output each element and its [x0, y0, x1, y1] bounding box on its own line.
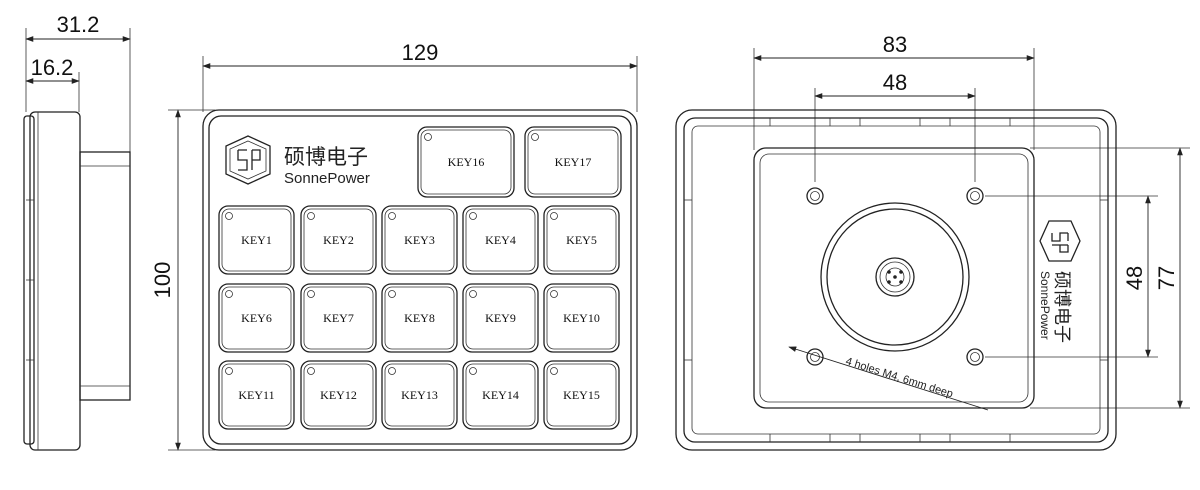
key-key2[interactable]: KEY2	[300, 205, 377, 275]
key-label: KEY13	[401, 388, 438, 402]
mounting-hole-bottom-right	[966, 348, 984, 366]
connector-boss	[820, 202, 970, 352]
key-label: KEY12	[320, 388, 357, 402]
key-key15[interactable]: KEY15	[543, 360, 620, 430]
key-label: KEY17	[555, 155, 592, 169]
mounting-plate	[753, 147, 1035, 409]
key-key8[interactable]: KEY8	[381, 283, 458, 353]
key-label: KEY7	[323, 311, 354, 325]
key-key7[interactable]: KEY7	[300, 283, 377, 353]
front-height-label: 100	[150, 262, 175, 299]
key-label: KEY8	[404, 311, 435, 325]
key-label: KEY6	[241, 311, 272, 325]
key-key10[interactable]: KEY10	[543, 283, 620, 353]
back-height-holes-label: 48	[1122, 266, 1147, 290]
hole-note-leader	[788, 346, 989, 411]
key-key1[interactable]: KEY1	[218, 205, 295, 275]
key-label: KEY15	[563, 388, 600, 402]
key-key9[interactable]: KEY9	[462, 283, 539, 353]
depth-body-label: 16.2	[31, 55, 74, 80]
key-label: KEY16	[448, 155, 485, 169]
key-key13[interactable]: KEY13	[381, 360, 458, 430]
key-label: KEY9	[485, 311, 516, 325]
key-key5[interactable]: KEY5	[543, 205, 620, 275]
key-key16[interactable]: KEY16	[417, 126, 515, 198]
depth-total-label: 31.2	[57, 12, 100, 37]
front-body-outline	[202, 109, 638, 451]
key-key14[interactable]: KEY14	[462, 360, 539, 430]
back-width-outer-label: 83	[883, 32, 907, 57]
mounting-hole-top-right	[966, 187, 984, 205]
hole-note-label: 4 holes M4, 6mm deep	[844, 355, 954, 400]
brand-name-cn: 硕博电子	[284, 145, 368, 169]
key-label: KEY10	[563, 311, 600, 325]
key-key4[interactable]: KEY4	[462, 205, 539, 275]
brand-name-en: SonnePower	[284, 170, 370, 187]
key-key17[interactable]: KEY17	[524, 126, 622, 198]
key-label: KEY5	[566, 233, 597, 247]
front-width-label: 129	[402, 40, 439, 65]
back-height-outer-label: 77	[1154, 266, 1179, 290]
side-view: 31.2 16.2	[23, 12, 131, 451]
key-key3[interactable]: KEY3	[381, 205, 458, 275]
key-label: KEY3	[404, 233, 435, 247]
key-label: KEY4	[485, 233, 516, 247]
back-brand-name-cn: 硕博电子	[1051, 271, 1072, 343]
key-key11[interactable]: KEY11	[218, 360, 295, 430]
key-label: KEY1	[241, 233, 272, 247]
key-label: KEY11	[238, 388, 274, 402]
back-body-outline	[675, 109, 1117, 451]
key-key6[interactable]: KEY6	[218, 283, 295, 353]
back-width-holes-label: 48	[883, 70, 907, 95]
sonnepower-logo-icon	[225, 135, 271, 185]
back-view: 83 48 48 77	[675, 32, 1190, 451]
key-label: KEY14	[482, 388, 519, 402]
key-key12[interactable]: KEY12	[300, 360, 377, 430]
mounting-hole-top-left	[806, 187, 824, 205]
key-label: KEY2	[323, 233, 354, 247]
back-brand: 硕博电子 SonnePower	[1038, 220, 1081, 343]
back-brand-name-en: SonnePower	[1038, 271, 1052, 340]
